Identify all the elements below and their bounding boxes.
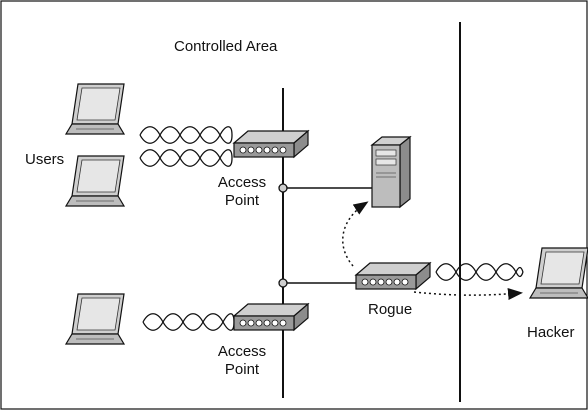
laptop-icon	[64, 293, 126, 345]
access-point-top-line2: Point	[224, 192, 260, 209]
wireless-signal-icon	[435, 263, 524, 281]
access-point-bottom-label: Access Point	[212, 343, 272, 379]
rogue-to-server-path	[341, 201, 369, 267]
access-point-bottom-line1: Access	[217, 343, 267, 360]
laptop-icon	[64, 155, 126, 207]
access-point-bottom-line2: Point	[224, 361, 260, 378]
hacker-label: Hacker	[527, 324, 575, 341]
access-point-top-label: Access Point	[212, 174, 272, 210]
junction-node-bottom	[278, 278, 288, 288]
laptop-icon	[528, 247, 588, 299]
junction-node-top	[278, 183, 288, 193]
wireless-signal-icon	[139, 126, 233, 144]
wireless-signal-icon	[142, 313, 235, 331]
controlled-area-label: Controlled Area	[174, 38, 278, 55]
laptop-icon	[64, 83, 126, 135]
wireless-signal-icon	[139, 149, 233, 167]
access-point-icon	[232, 129, 310, 159]
users-label: Users	[25, 151, 65, 168]
rogue-ap-icon	[354, 261, 432, 291]
access-point-top-line1: Access	[217, 174, 267, 191]
rogue-label: Rogue	[368, 301, 413, 318]
rogue-to-hacker-path	[413, 288, 523, 300]
access-point-icon	[232, 302, 310, 332]
server-icon	[370, 135, 412, 209]
